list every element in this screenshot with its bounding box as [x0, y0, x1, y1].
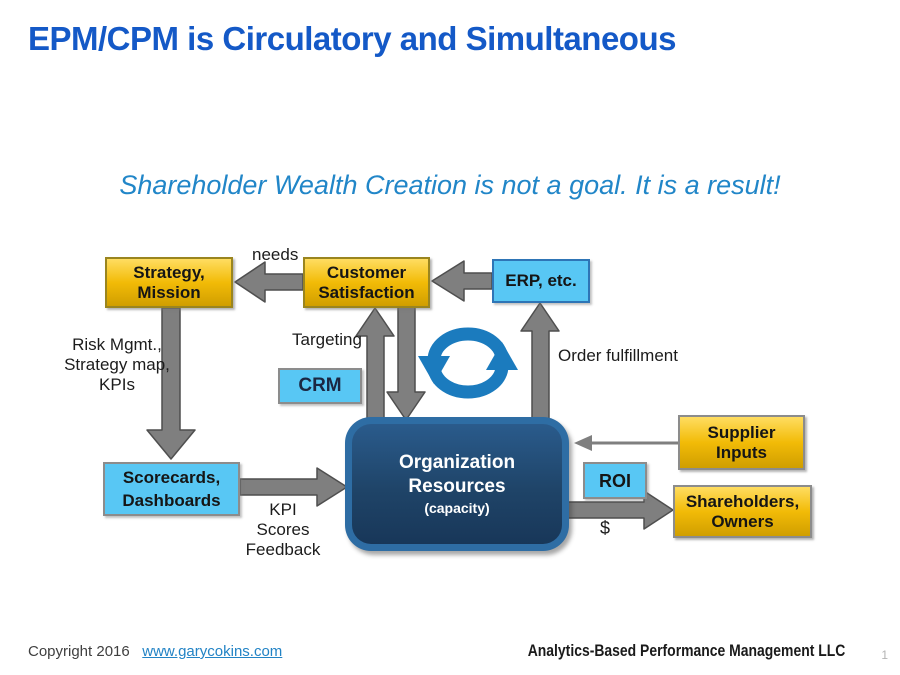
org-line3: (capacity) — [424, 500, 490, 516]
crm-box: CRM — [278, 368, 362, 404]
customer-satisfaction-line2: Satisfaction — [318, 282, 415, 302]
arrow-customer-to-strategy — [234, 261, 304, 303]
org-line1: Organization — [398, 452, 516, 473]
org-line2: Resources — [408, 476, 506, 497]
arrow-erp-to-customer — [431, 260, 493, 302]
arrow-org-to-erp-up — [520, 302, 560, 426]
customer-satisfaction-box: Customer Satisfaction — [303, 257, 430, 308]
slide-subtitle: Shareholder Wealth Creation is not a goa… — [119, 170, 781, 200]
label-order-fulfillment: Order fulfillment — [558, 346, 678, 365]
roi-box: ROI — [583, 462, 647, 499]
label-risk-line3: KPIs — [99, 375, 135, 394]
cycle-arrows-icon — [418, 327, 518, 399]
erp-box: ERP, etc. — [492, 259, 590, 303]
label-kpi-line1: KPI — [269, 500, 297, 519]
arrow-supplier-to-org — [574, 435, 678, 451]
erp-label: ERP, etc. — [505, 271, 577, 290]
label-risk-mgmt: Risk Mgmt., Strategy map, KPIs — [57, 335, 177, 395]
shareholders-line1: Shareholders, — [685, 491, 800, 511]
label-kpi-line2: Scores — [256, 520, 310, 539]
garycokins-link[interactable]: www.garycokins.com — [142, 643, 283, 660]
page-number: 1 — [881, 648, 888, 662]
slide-title: EPM/CPM is Circulatory and Simultaneous — [28, 20, 676, 57]
arrow-scorecards-to-org-right — [239, 467, 348, 507]
organization-resources-box: Organization Resources (capacity) — [345, 417, 569, 551]
copyright-text: Copyright 2016 — [28, 643, 130, 660]
label-kpi-line3: Feedback — [245, 540, 321, 559]
supplier-line2: Inputs — [716, 442, 767, 462]
roi-label: ROI — [598, 470, 631, 491]
shareholders-line2: Owners — [711, 511, 774, 531]
strategy-mission-box: Strategy, Mission — [105, 257, 233, 308]
scorecards-line1: Scorecards, — [122, 468, 221, 487]
scorecards-dashboards-box: Scorecards, Dashboards — [103, 462, 240, 516]
arrow-org-to-shareholders-right — [565, 490, 674, 530]
footer-brand: Analytics-Based Performance Management L… — [527, 641, 845, 660]
label-kpi-scores-feedback: KPI Scores Feedback — [243, 500, 323, 560]
label-needs: needs — [252, 245, 299, 264]
strategy-mission-line1: Strategy, — [133, 262, 205, 282]
arrow-strategy-to-scorecards-down — [146, 307, 196, 460]
label-risk-line1: Risk Mgmt., — [72, 335, 162, 354]
label-targeting: Targeting — [292, 330, 362, 349]
label-risk-line2: Strategy map, — [64, 355, 170, 374]
shareholders-owners-box: Shareholders, Owners — [673, 485, 812, 538]
supplier-inputs-box: Supplier Inputs — [678, 415, 805, 470]
crm-label: CRM — [298, 375, 342, 396]
customer-satisfaction-line1: Customer — [326, 262, 407, 282]
footer-copyright: Copyright 2016 www.garycokins.com — [28, 643, 282, 660]
strategy-mission-line2: Mission — [137, 282, 201, 302]
organization-resources-inner: Organization Resources (capacity) — [352, 424, 562, 544]
arrow-customer-to-org-down — [386, 306, 426, 421]
arrow-org-to-customer-up — [355, 307, 395, 426]
scorecards-line2: Dashboards — [122, 491, 221, 510]
supplier-line1: Supplier — [707, 422, 776, 442]
label-dollar: $ — [600, 518, 611, 538]
